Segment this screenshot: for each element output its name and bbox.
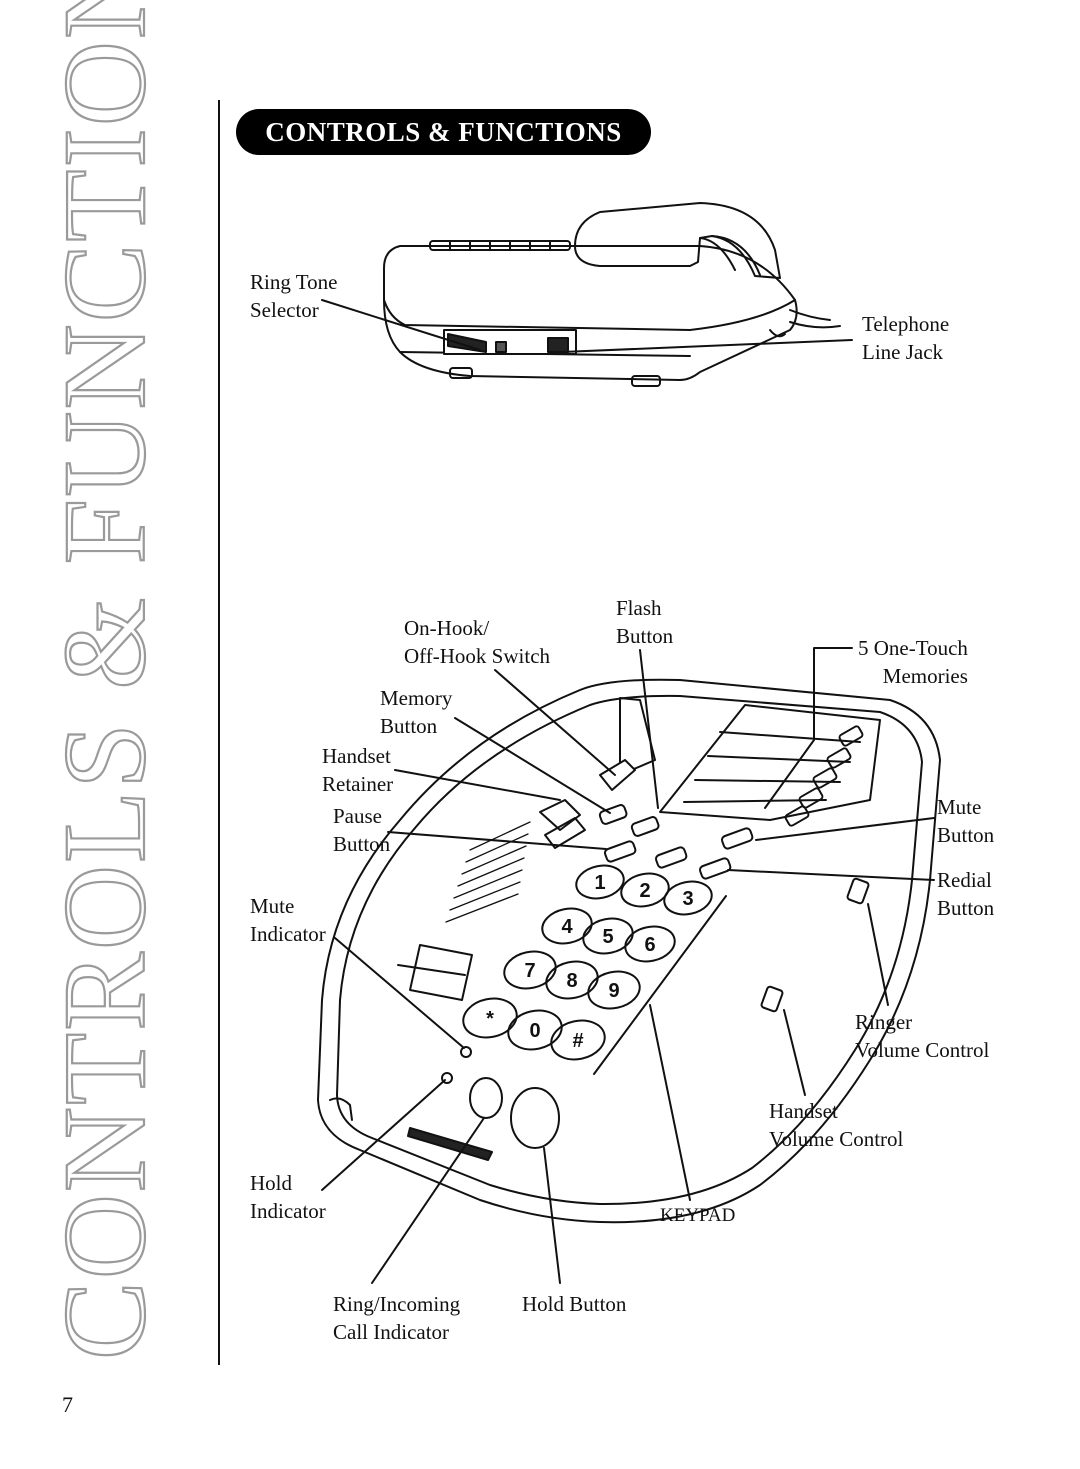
leader-keypad-b [593,895,727,1075]
leader-pause-button [387,831,607,850]
label-mute-button: Mute Button [937,795,995,847]
label-ringer-volume-control: Ringer Volume Control [855,1010,990,1062]
label-handset-volume-control: Handset Volume Control [769,1099,904,1151]
telephone-side-view [383,202,841,387]
leader-hook-switch [494,669,616,776]
leader-memory-button [454,717,611,814]
page-number: 7 [62,1392,73,1417]
leader-mute-button [755,817,935,841]
leader-redial-button [727,869,935,881]
leader-hold-indicator [321,1079,446,1191]
label-mute-indicator: Mute Indicator [250,894,326,946]
label-hold-button: Hold Button [522,1292,627,1316]
leader-mute-indicator [334,937,465,1049]
key-6: 6 [644,934,655,956]
label-hold-indicator: Hold Indicator [250,1171,326,1223]
key-2: 2 [639,880,650,902]
key-star: * [486,1008,494,1030]
vertical-rule [218,100,220,1365]
label-hook-switch: On-Hook/ Off-Hook Switch [404,616,551,668]
key-9: 9 [608,980,619,1002]
label-ring-tone-selector: Ring Tone Selector [250,270,338,322]
leader-handset-volume [783,1009,806,1096]
label-redial-button: Redial Button [937,868,995,920]
leader-ring-tone [321,299,481,351]
label-memory-button: Memory Button [380,686,453,738]
section-banner: CONTROLS & FUNCTIONS [236,109,651,155]
leader-flash [639,649,659,809]
leader-line-jack [561,339,853,353]
key-3: 3 [682,888,693,910]
key-8: 8 [566,970,577,992]
key-7: 7 [524,960,535,982]
leader-memories [764,647,853,809]
leader-handset-retainer [394,769,561,801]
telephone-top-view: 1 2 3 4 5 6 7 8 9 * 0 # [317,678,941,1224]
key-hash: # [572,1030,583,1052]
label-pause-button: Pause Button [333,804,391,856]
leader-keypad-a [649,1004,691,1201]
label-ring-incoming-indicator: Ring/Incoming Call Indicator [333,1292,461,1344]
leader-ring-indicator [371,1117,485,1284]
key-0: 0 [529,1020,540,1042]
key-4: 4 [561,916,573,938]
key-5: 5 [602,926,613,948]
label-telephone-line-jack: Telephone Line Jack [862,312,950,364]
key-1: 1 [594,872,605,894]
label-handset-retainer: Handset Retainer [322,744,394,796]
keypad-keys [462,864,713,1061]
leader-hold-button [543,1147,561,1284]
label-one-touch-memories: 5 One-Touch Memories [858,636,968,688]
leader-ringer-volume [867,903,889,1006]
label-keypad: KEYPAD [660,1205,736,1226]
label-flash-button: Flash Button [616,596,674,648]
